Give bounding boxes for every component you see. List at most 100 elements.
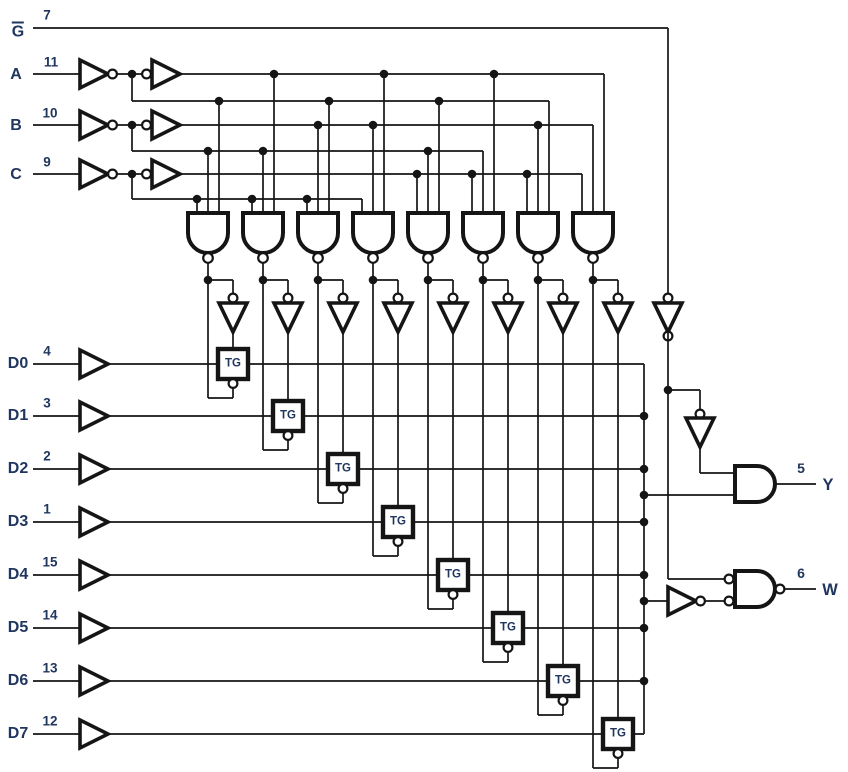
pin-number-w: 6 bbox=[797, 565, 805, 581]
inversion-bubble bbox=[337, 483, 349, 495]
junction-dot bbox=[423, 146, 433, 156]
input-label-g-bar: G bbox=[11, 21, 25, 41]
inverter-triangle bbox=[216, 301, 250, 337]
junction-dot bbox=[639, 596, 649, 606]
pin-number-d4: 15 bbox=[42, 554, 58, 570]
junction-dot bbox=[434, 96, 444, 106]
output-gates bbox=[666, 464, 816, 618]
inversion-bubble bbox=[312, 252, 324, 264]
tg-box-7 bbox=[600, 716, 636, 752]
junction-dot bbox=[247, 194, 257, 204]
pin-number-d6: 13 bbox=[42, 660, 58, 676]
junction-dot bbox=[639, 570, 649, 580]
pin-number-d1: 3 bbox=[43, 395, 51, 411]
junction-dot bbox=[639, 411, 649, 421]
junction-dot bbox=[368, 120, 378, 130]
tg-box-6 bbox=[545, 663, 581, 699]
buffer-triangle bbox=[78, 664, 113, 698]
inversion-bubble bbox=[141, 168, 153, 180]
data-input-rows bbox=[33, 347, 644, 751]
input-label-c: C bbox=[10, 166, 22, 183]
input-label-d2: D2 bbox=[7, 460, 29, 477]
pin-number-d0: 4 bbox=[43, 343, 51, 359]
junction-dot bbox=[324, 96, 334, 106]
buffer-triangle bbox=[78, 57, 113, 91]
inversion-bubble bbox=[662, 292, 674, 304]
buffer-triangle bbox=[150, 157, 185, 191]
inversion-bubble bbox=[723, 573, 735, 585]
input-label-d7: D7 bbox=[7, 725, 29, 742]
junction-dot bbox=[489, 69, 499, 79]
pin-number-a: 11 bbox=[43, 54, 59, 70]
output-label-w: W bbox=[822, 580, 838, 599]
tg-label-0: TG bbox=[225, 357, 241, 370]
inversion-bubble bbox=[337, 292, 349, 304]
pin-number-b: 10 bbox=[42, 105, 58, 121]
junction-dot bbox=[313, 120, 323, 130]
junction-dot bbox=[269, 69, 279, 79]
junction-dot bbox=[639, 676, 649, 686]
pin-number-d2: 2 bbox=[43, 448, 51, 464]
pin-number-y: 5 bbox=[797, 460, 805, 476]
inversion-bubble bbox=[422, 252, 434, 264]
decoder-column-7 bbox=[571, 74, 636, 769]
nand-gate-6 bbox=[516, 211, 560, 255]
pin-number-g: 7 bbox=[43, 7, 51, 23]
output-bus bbox=[639, 364, 735, 734]
nand-gate-0 bbox=[186, 211, 230, 255]
tg-label-7: TG bbox=[610, 727, 626, 740]
junction-dot bbox=[127, 169, 137, 179]
inverter-triangle bbox=[436, 301, 470, 337]
decoder-column-3 bbox=[351, 69, 416, 557]
buffer-triangle bbox=[78, 717, 113, 751]
buffer-triangle bbox=[78, 157, 113, 191]
select-wiring bbox=[33, 57, 604, 200]
nand-gate-3 bbox=[351, 211, 395, 255]
pin-number-d5: 14 bbox=[42, 607, 58, 623]
buffer-triangle bbox=[78, 399, 113, 433]
inverter-triangle bbox=[271, 301, 305, 337]
pin-number-c: 9 bbox=[43, 154, 51, 170]
input-label-d0: D0 bbox=[7, 355, 29, 372]
buffer-triangle bbox=[78, 611, 113, 645]
inversion-bubble bbox=[367, 252, 379, 264]
nand-gate-5 bbox=[461, 211, 505, 255]
inversion-bubble bbox=[502, 641, 514, 653]
tg-label-3: TG bbox=[390, 515, 406, 528]
inverter-triangle bbox=[326, 301, 360, 337]
inversion-bubble bbox=[557, 292, 569, 304]
w-nand-gate bbox=[733, 569, 777, 609]
buffer-triangle bbox=[150, 108, 185, 142]
buffer-triangle bbox=[78, 108, 113, 142]
pin-number-d7: 12 bbox=[42, 713, 58, 729]
junction-dot bbox=[522, 169, 532, 179]
junction-dot bbox=[214, 96, 224, 106]
inversion-bubble bbox=[392, 535, 404, 547]
inversion-bubble bbox=[257, 252, 269, 264]
inversion-bubble bbox=[282, 430, 294, 442]
inverter-triangle bbox=[651, 301, 685, 337]
junction-dot bbox=[258, 146, 268, 156]
inversion-bubble bbox=[392, 292, 404, 304]
inversion-bubble bbox=[532, 252, 544, 264]
inversion-bubble bbox=[106, 119, 118, 131]
inversion-bubble bbox=[557, 694, 569, 706]
tg-label-6: TG bbox=[555, 674, 571, 687]
decoder-column-1 bbox=[241, 69, 306, 451]
inversion-bubble bbox=[502, 292, 514, 304]
inverter-triangle bbox=[491, 301, 525, 337]
nand-gate-7 bbox=[571, 211, 615, 255]
decoder-column-4 bbox=[406, 96, 471, 610]
junction-dot bbox=[127, 69, 137, 79]
junction-dot bbox=[639, 490, 649, 500]
decoder-column-2 bbox=[296, 96, 361, 504]
inversion-bubble bbox=[612, 292, 624, 304]
input-label-d3: D3 bbox=[7, 513, 29, 530]
junction-dot bbox=[639, 623, 649, 633]
junction-dot bbox=[192, 194, 202, 204]
junction-dot bbox=[203, 146, 213, 156]
junction-dot bbox=[302, 194, 312, 204]
input-label-d5: D5 bbox=[7, 619, 29, 636]
